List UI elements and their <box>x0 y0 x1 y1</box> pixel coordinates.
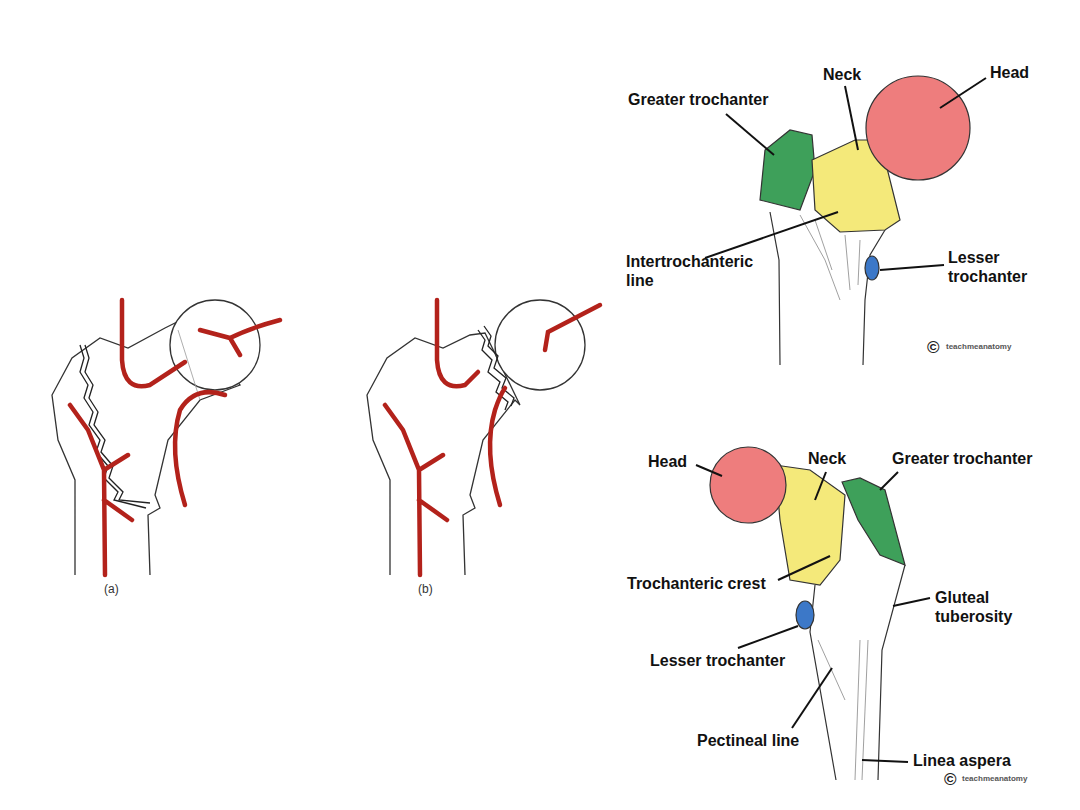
watermark: teachmeanatomy <box>962 774 1027 784</box>
fracture-b <box>478 326 514 410</box>
figure-letter: (b) <box>418 582 433 596</box>
fracture-a <box>80 345 150 508</box>
femur-posterior <box>710 447 905 780</box>
vessels-a <box>70 300 280 575</box>
femur-b <box>367 300 585 575</box>
part-label: Linea aspera <box>913 751 1011 770</box>
part-label: Gluteal tuberosity <box>935 588 1040 626</box>
part-label: Head <box>990 63 1029 82</box>
femur-a <box>52 300 260 575</box>
part-label: Pectineal line <box>697 731 799 750</box>
part-label: Lesser trochanter <box>650 651 785 670</box>
figure-letter: (a) <box>104 582 119 596</box>
part-label: Greater trochanter <box>628 90 769 109</box>
part-label: Head <box>648 452 687 471</box>
copyright-mark: © <box>927 338 940 358</box>
part-label: Neck <box>823 65 861 84</box>
part-label: Neck <box>808 449 846 468</box>
part-label: Lesser trochanter <box>948 248 1053 286</box>
part-label: Intertrochanteric line <box>626 252 776 290</box>
copyright-mark: © <box>944 770 957 790</box>
part-label: Greater trochanter <box>892 449 1033 468</box>
watermark: teachmeanatomy <box>946 342 1011 352</box>
femur-anterior <box>760 76 970 365</box>
part-label: Trochanteric crest <box>627 574 766 593</box>
vessels-b <box>385 300 600 575</box>
leader-lines-bottom <box>696 465 930 762</box>
